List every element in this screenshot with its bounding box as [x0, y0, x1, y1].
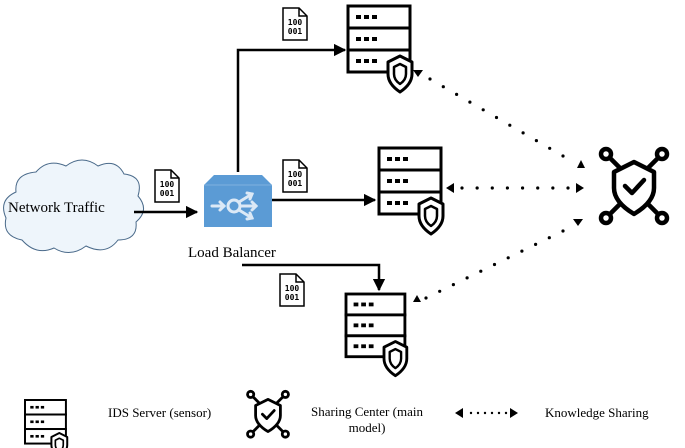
legend	[24, 389, 518, 448]
load-balancer-icon[interactable]	[204, 175, 272, 227]
knowledge-dot	[428, 77, 432, 81]
legend-sharing-center-line1: Sharing Center (main	[311, 404, 423, 419]
knowledge-link-bottom	[413, 219, 583, 302]
ids-server-top-icon[interactable]	[346, 4, 414, 94]
legend-sharing-center-icon	[246, 389, 290, 439]
knowledge-dot	[520, 249, 524, 253]
svg-text:001: 001	[285, 293, 300, 302]
sharing-center-icon[interactable]	[601, 149, 667, 223]
svg-text:100: 100	[288, 170, 303, 179]
knowledge-dot	[566, 186, 570, 190]
knowledge-dot	[492, 262, 497, 267]
knowledge-link-middle	[446, 183, 584, 193]
knowledge-dot	[534, 242, 538, 246]
load-balancer-label: Load Balancer	[188, 245, 276, 261]
svg-text:001: 001	[160, 189, 175, 198]
svg-text:100: 100	[285, 284, 300, 293]
knowledge-dot	[521, 131, 525, 135]
knowledge-dot	[465, 276, 469, 280]
knowledge-dot	[455, 92, 459, 96]
knowledge-dot	[475, 186, 479, 190]
legend-sharing-center-line2: model)	[348, 420, 386, 435]
knowledge-dot	[424, 296, 428, 300]
ids-server-middle-icon[interactable]	[377, 146, 445, 236]
flow-edges	[134, 43, 386, 292]
legend-knowledge-sharing-icon	[455, 408, 518, 418]
knowledge-dot	[534, 139, 539, 143]
knowledge-dot	[451, 283, 455, 287]
svg-text:100: 100	[160, 180, 175, 189]
legend-ids-server-icon	[24, 399, 69, 448]
knowledge-dot	[508, 123, 512, 127]
knowledge-dot	[460, 186, 464, 190]
knowledge-dot	[548, 146, 552, 150]
network-traffic-label: Network Traffic	[8, 200, 105, 216]
knowledge-sharing-edges	[413, 70, 585, 302]
svg-text:001: 001	[288, 27, 303, 36]
knowledge-dot	[438, 289, 442, 293]
packet-icon-input: 100 001	[154, 169, 180, 203]
legend-sharing-center-label: Sharing Center (main model)	[302, 404, 432, 436]
knowledge-dot	[520, 186, 525, 190]
knowledge-dot	[468, 100, 472, 104]
packet-icon-middle: 100 001	[282, 159, 308, 193]
knowledge-dot	[547, 236, 551, 240]
knowledge-dot	[481, 108, 485, 112]
knowledge-dot	[561, 154, 565, 158]
packet-icon-bottom: 100 001	[279, 273, 305, 307]
svg-text:001: 001	[288, 179, 303, 188]
edge-lb-to-ids-top	[236, 43, 347, 172]
knowledge-dot	[561, 229, 565, 233]
knowledge-dot	[551, 186, 555, 190]
knowledge-dot	[490, 186, 494, 190]
knowledge-dot	[494, 115, 499, 120]
ids-server-bottom-icon[interactable]	[344, 292, 409, 378]
knowledge-link-top	[413, 70, 585, 168]
svg-text:100: 100	[288, 18, 303, 27]
network-traffic-cloud	[3, 159, 144, 253]
knowledge-dot	[479, 269, 483, 273]
knowledge-dot	[505, 186, 510, 190]
knowledge-dot	[536, 186, 540, 190]
legend-ids-server-label: IDS Server (sensor)	[108, 405, 212, 420]
legend-knowledge-sharing-label: Knowledge Sharing	[545, 405, 649, 420]
knowledge-dot	[441, 85, 445, 89]
edge-lb-to-ids-bottom	[242, 263, 386, 292]
packet-icon-top: 100 001	[282, 7, 308, 41]
knowledge-dot	[506, 256, 510, 260]
